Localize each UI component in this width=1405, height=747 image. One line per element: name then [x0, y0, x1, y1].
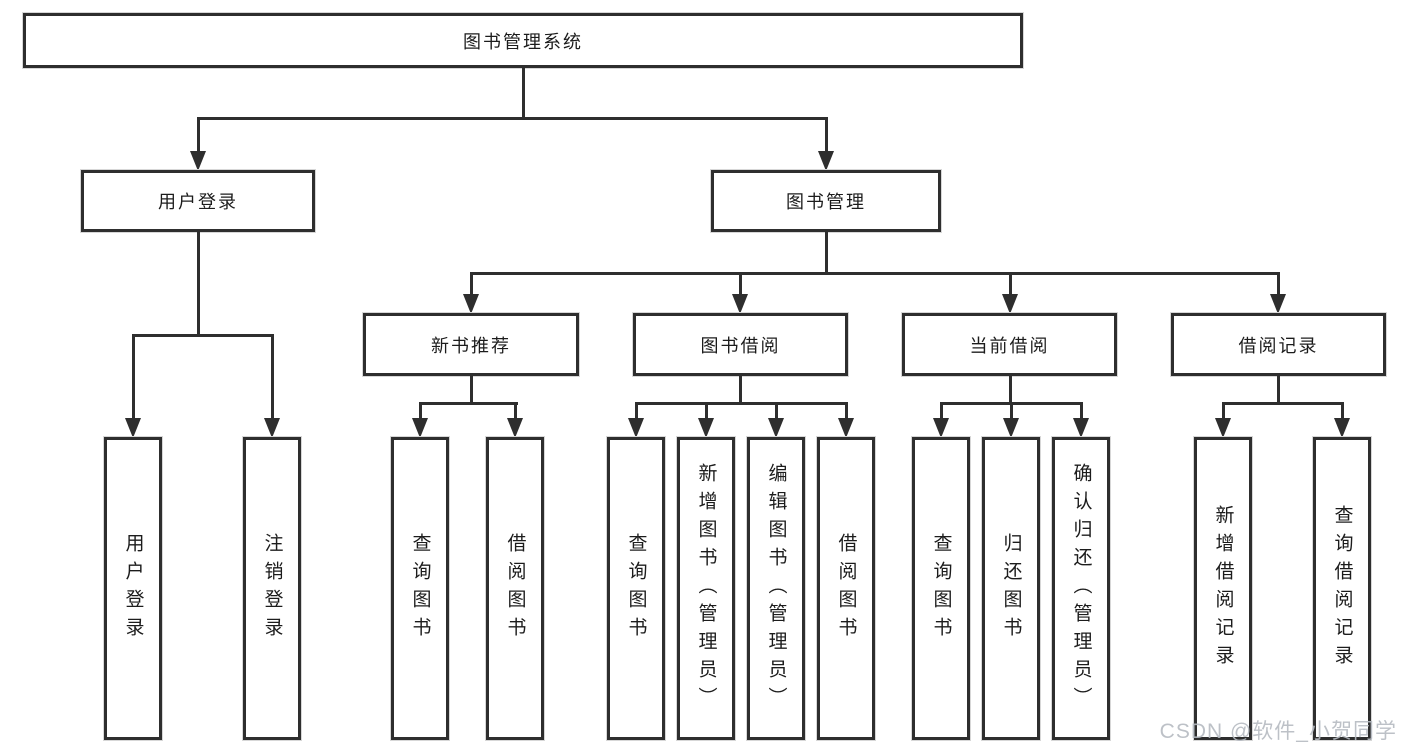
leaf-borrow-books-recommend: 借阅图书 — [486, 437, 544, 740]
connector-line — [271, 335, 274, 419]
leaf-logout-label: 注销登录 — [261, 532, 283, 645]
node-book-management: 图书管理 — [711, 170, 941, 232]
leaf-confirm-return-admin-label: 确认归还（管理员） — [1070, 462, 1092, 715]
arrow-down-icon — [732, 294, 748, 314]
connector-line — [1341, 403, 1344, 419]
connector-line — [470, 273, 473, 295]
arrow-down-icon — [1003, 418, 1019, 438]
leaf-add-book-admin-label: 新增图书（管理员） — [695, 462, 717, 715]
connector-line — [419, 403, 422, 419]
connector-line — [1277, 273, 1280, 295]
connector-line — [739, 273, 742, 295]
arrow-down-icon — [1215, 418, 1231, 438]
leaf-return-books: 归还图书 — [982, 437, 1040, 740]
arrow-down-icon — [1270, 294, 1286, 314]
leaf-edit-book-admin-label: 编辑图书（管理员） — [765, 462, 787, 715]
connector-line — [1277, 376, 1280, 403]
leaf-query-books-borrowing-label: 查询图书 — [625, 532, 647, 645]
arrow-down-icon — [818, 151, 834, 171]
connector-line — [825, 118, 828, 152]
arrow-down-icon — [463, 294, 479, 314]
node-user-login: 用户登录 — [81, 170, 315, 232]
node-root-label: 图书管理系统 — [463, 31, 583, 52]
connector-line — [1222, 403, 1225, 419]
arrow-down-icon — [412, 418, 428, 438]
connector-line — [419, 402, 518, 405]
leaf-user-login-label: 用户登录 — [122, 532, 144, 645]
watermark: CSDN @软件_小贺同学 — [1159, 720, 1397, 743]
connector-line — [1080, 403, 1083, 419]
arrow-down-icon — [1334, 418, 1350, 438]
connector-line — [470, 376, 473, 403]
leaf-borrow-books-recommend-label: 借阅图书 — [504, 532, 526, 645]
connector-line — [1009, 273, 1012, 295]
connector-line — [705, 403, 708, 419]
arrow-down-icon — [1073, 418, 1089, 438]
node-new-book-recommendation-label: 新书推荐 — [431, 335, 511, 356]
node-root: 图书管理系统 — [23, 13, 1023, 68]
leaf-query-books-current: 查询图书 — [912, 437, 970, 740]
node-current-borrowing-label: 当前借阅 — [969, 335, 1050, 356]
leaf-query-borrow-record: 查询借阅记录 — [1313, 437, 1371, 740]
arrow-down-icon — [507, 418, 523, 438]
connector-line — [1009, 376, 1012, 403]
leaf-user-login: 用户登录 — [104, 437, 162, 740]
node-borrowing-records-label: 借阅记录 — [1238, 335, 1319, 356]
connector-line — [197, 118, 200, 152]
connector-line — [132, 335, 135, 419]
arrow-down-icon — [838, 418, 854, 438]
connector-line — [940, 403, 943, 419]
leaf-borrow-books: 借阅图书 — [817, 437, 875, 740]
connector-line — [775, 403, 778, 419]
node-book-borrowing: 图书借阅 — [633, 313, 848, 376]
node-borrowing-records: 借阅记录 — [1171, 313, 1386, 376]
connector-line — [197, 232, 200, 335]
node-user-login-label: 用户登录 — [158, 192, 238, 212]
connector-line — [470, 272, 1280, 275]
connector-line — [635, 403, 638, 419]
connector-line — [825, 232, 828, 273]
leaf-query-books-borrowing: 查询图书 — [607, 437, 665, 740]
connector-line — [845, 403, 848, 419]
connector-line — [635, 402, 848, 405]
node-current-borrowing: 当前借阅 — [902, 313, 1117, 376]
leaf-query-borrow-record-label: 查询借阅记录 — [1331, 504, 1353, 673]
connector-line — [1010, 403, 1013, 419]
arrow-down-icon — [933, 418, 949, 438]
leaf-confirm-return-admin: 确认归还（管理员） — [1052, 437, 1110, 740]
arrow-down-icon — [628, 418, 644, 438]
arrow-down-icon — [190, 151, 206, 171]
leaf-query-books-recommend: 查询图书 — [391, 437, 449, 740]
connector-line — [739, 376, 742, 403]
node-book-management-label: 图书管理 — [786, 192, 866, 212]
leaf-return-books-label: 归还图书 — [1000, 532, 1022, 645]
arrow-down-icon — [125, 418, 141, 438]
arrow-down-icon — [1002, 294, 1018, 314]
connector-line — [132, 334, 274, 337]
node-book-borrowing-label: 图书借阅 — [700, 335, 781, 356]
arrow-down-icon — [698, 418, 714, 438]
leaf-add-borrow-record: 新增借阅记录 — [1194, 437, 1252, 740]
connector-line — [514, 403, 517, 419]
leaf-edit-book-admin: 编辑图书（管理员） — [747, 437, 805, 740]
leaf-logout: 注销登录 — [243, 437, 301, 740]
connector-line — [1222, 402, 1344, 405]
node-new-book-recommendation: 新书推荐 — [363, 313, 579, 376]
leaf-add-book-admin: 新增图书（管理员） — [677, 437, 735, 740]
arrow-down-icon — [768, 418, 784, 438]
connector-line — [197, 117, 828, 120]
connector-line — [522, 68, 525, 118]
leaf-query-books-recommend-label: 查询图书 — [409, 532, 431, 645]
leaf-query-books-current-label: 查询图书 — [930, 532, 952, 645]
arrow-down-icon — [264, 418, 280, 438]
leaf-borrow-books-label: 借阅图书 — [835, 532, 857, 645]
leaf-add-borrow-record-label: 新增借阅记录 — [1212, 504, 1234, 673]
